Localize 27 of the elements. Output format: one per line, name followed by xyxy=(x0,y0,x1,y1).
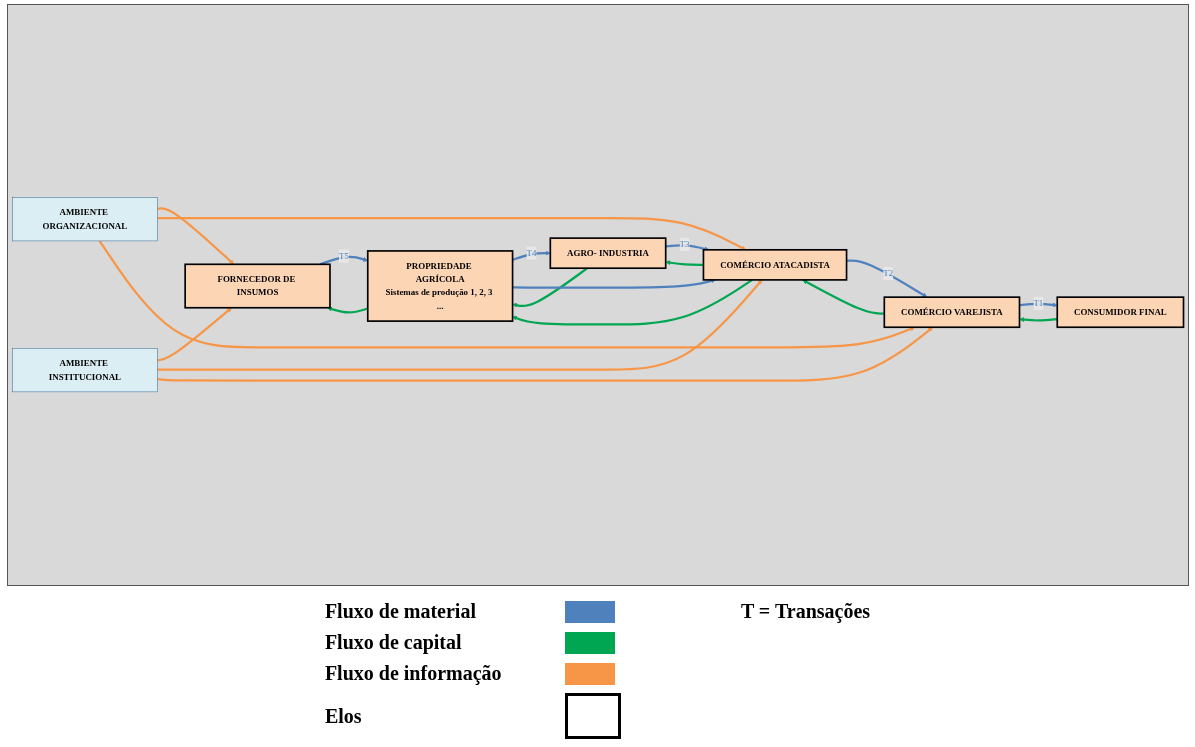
note-text: T = Transações xyxy=(740,600,871,623)
edge-label: T4 xyxy=(525,248,536,258)
node-box: COMÉRCIO VAREJISTA xyxy=(882,296,1020,329)
arrow xyxy=(98,240,915,349)
edge-label: T2 xyxy=(882,268,893,279)
legend-text: Elos xyxy=(324,704,363,728)
arrow xyxy=(319,256,368,266)
edge-label: T5 xyxy=(338,251,349,261)
arrow xyxy=(156,327,933,383)
node-box: AMBIENTE ORGANIZACIONAL xyxy=(11,197,158,242)
legend-text: Fluxo de material xyxy=(324,600,477,623)
node-box: AGRO- INDUSTRIA xyxy=(549,237,667,270)
legend-text: Fluxo de informação xyxy=(324,662,503,685)
node-box: CONSUMIDOR FINAL xyxy=(1055,296,1184,329)
arrow xyxy=(156,307,232,362)
arrow xyxy=(156,207,234,265)
node-box: FORNECEDOR DE INSUMOS xyxy=(183,263,331,309)
arrow xyxy=(802,280,884,316)
arrow xyxy=(846,259,927,298)
arrow xyxy=(512,278,716,290)
legend-text: Fluxo de capital xyxy=(324,631,463,654)
node-box: AMBIENTE INSTITUCIONAL xyxy=(11,348,158,393)
edge-label: T1 xyxy=(1032,298,1043,309)
edge-label: T3 xyxy=(679,239,690,250)
arrow xyxy=(156,280,762,372)
node-box: COMÉRCIO ATACADISTA xyxy=(702,249,847,282)
node-box: PROPRIEDADE AGRÍCOLA Sistemas de produção 1, 2, 3 ... xyxy=(366,250,513,323)
